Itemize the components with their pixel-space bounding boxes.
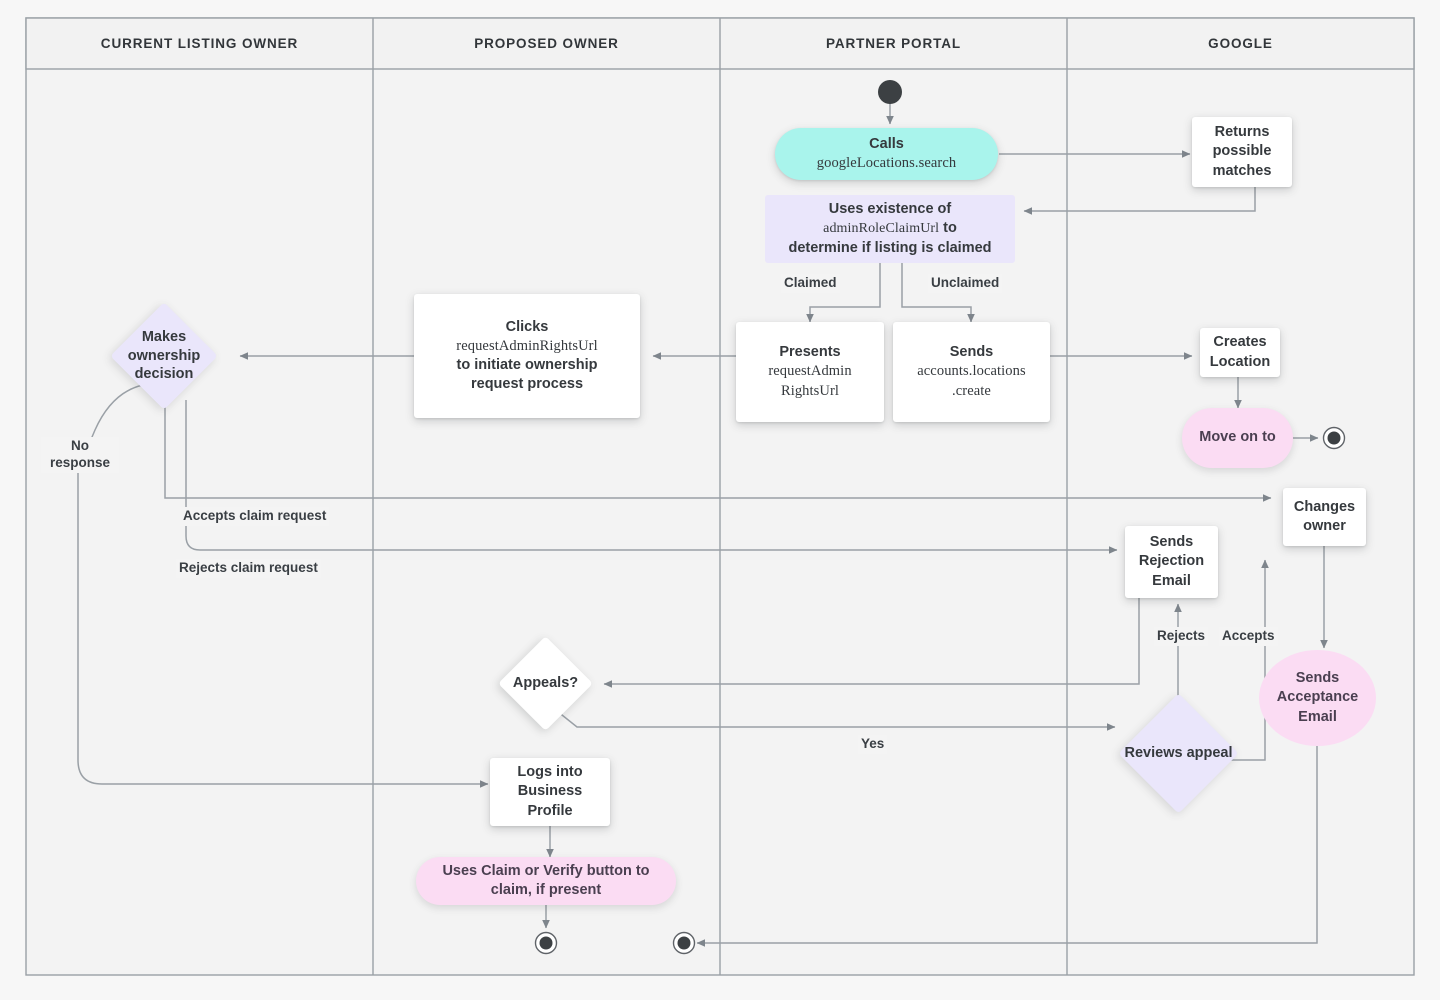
node-line-3: .create [952, 382, 991, 399]
node-line-1: Clicks [505, 318, 549, 335]
node-line-2: requestAdmin [768, 363, 852, 380]
edge-label-no-response: No response [41, 437, 119, 473]
end-node-google [1322, 426, 1346, 450]
node-returns-possible-matches[interactable]: Returns possible matches [1192, 117, 1292, 187]
end-node-partner [672, 931, 696, 955]
node-reviews-appeal[interactable]: Reviews appeal [1118, 693, 1239, 814]
lane-header-google: GOOGLE [1208, 36, 1273, 51]
edges [77, 103, 1328, 947]
node-line-2: googleLocations.search [816, 155, 957, 171]
node-creates-location[interactable]: Creates Location [1200, 328, 1280, 377]
node-sends-rejection-email[interactable]: Sends Rejection Email [1125, 526, 1218, 598]
edge-label-accepts-claim-request: Accepts claim request [180, 507, 330, 526]
end-node-proposed [534, 931, 558, 955]
node-line-3: RightsUrl [780, 382, 840, 399]
node-sends-acceptance-email[interactable]: Sends Acceptance Email [1259, 650, 1376, 746]
node-line-1: Calls [869, 135, 904, 152]
node-line-1: Presents [779, 344, 841, 361]
edge-label-rejects-claim-request: Rejects claim request [176, 559, 321, 578]
node-makes-ownership-decision[interactable]: Makes ownership decision [110, 302, 218, 410]
node-line-1: Uses existence of [828, 201, 952, 218]
node-line-1: Sends [949, 344, 994, 361]
edge-label-claimed: Claimed [781, 274, 840, 293]
node-line-4: request process [470, 376, 584, 393]
lane-header-proposed-owner: PROPOSED OWNER [474, 36, 619, 51]
node-uses-claim-or-verify-button[interactable]: Uses Claim or Verify button to claim, if… [416, 857, 676, 905]
edge-label-unclaimed: Unclaimed [928, 274, 1003, 293]
node-changes-owner[interactable]: Changes owner [1283, 488, 1366, 546]
node-line-2: accounts.locations [917, 363, 1026, 380]
edge-label-yes: Yes [858, 735, 888, 754]
node-move-on-to[interactable]: Move on to [1182, 408, 1293, 468]
start-node [878, 80, 902, 104]
node-logs-into-business-profile[interactable]: Logs into Business Profile [490, 758, 610, 826]
edge-label-accepts: Accepts [1219, 627, 1278, 646]
node-line-3: to initiate ownership [456, 357, 598, 373]
node-appeals-decision[interactable]: Appeals? [498, 636, 593, 731]
node-label: Makes ownership decision [127, 328, 201, 383]
lane-header-current-listing-owner: CURRENT LISTING OWNER [100, 36, 299, 51]
edge-label-rejects: Rejects [1154, 627, 1209, 646]
node-label: Reviews appeal [1124, 745, 1233, 762]
node-sends-accounts-locations-create[interactable]: Sends accounts.locations .create [893, 322, 1050, 422]
node-presents-request-admin-rights-url[interactable]: Presents requestAdmin RightsUrl [736, 322, 884, 422]
terminator-nodes [534, 80, 1346, 955]
lane-frame [25, 17, 1415, 976]
node-line-3: determine if listing is claimed [788, 239, 992, 256]
node-clicks-request-admin-rights-url[interactable]: Clicks requestAdminRightsUrl to initiate… [414, 294, 640, 418]
node-calls-google-locations-search[interactable]: Calls googleLocations.search [775, 128, 998, 180]
node-label: Appeals? [512, 675, 579, 692]
node-line-2: requestAdminRightsUrl [456, 337, 598, 354]
lane-header-partner-portal: PARTNER PORTAL [825, 36, 962, 51]
